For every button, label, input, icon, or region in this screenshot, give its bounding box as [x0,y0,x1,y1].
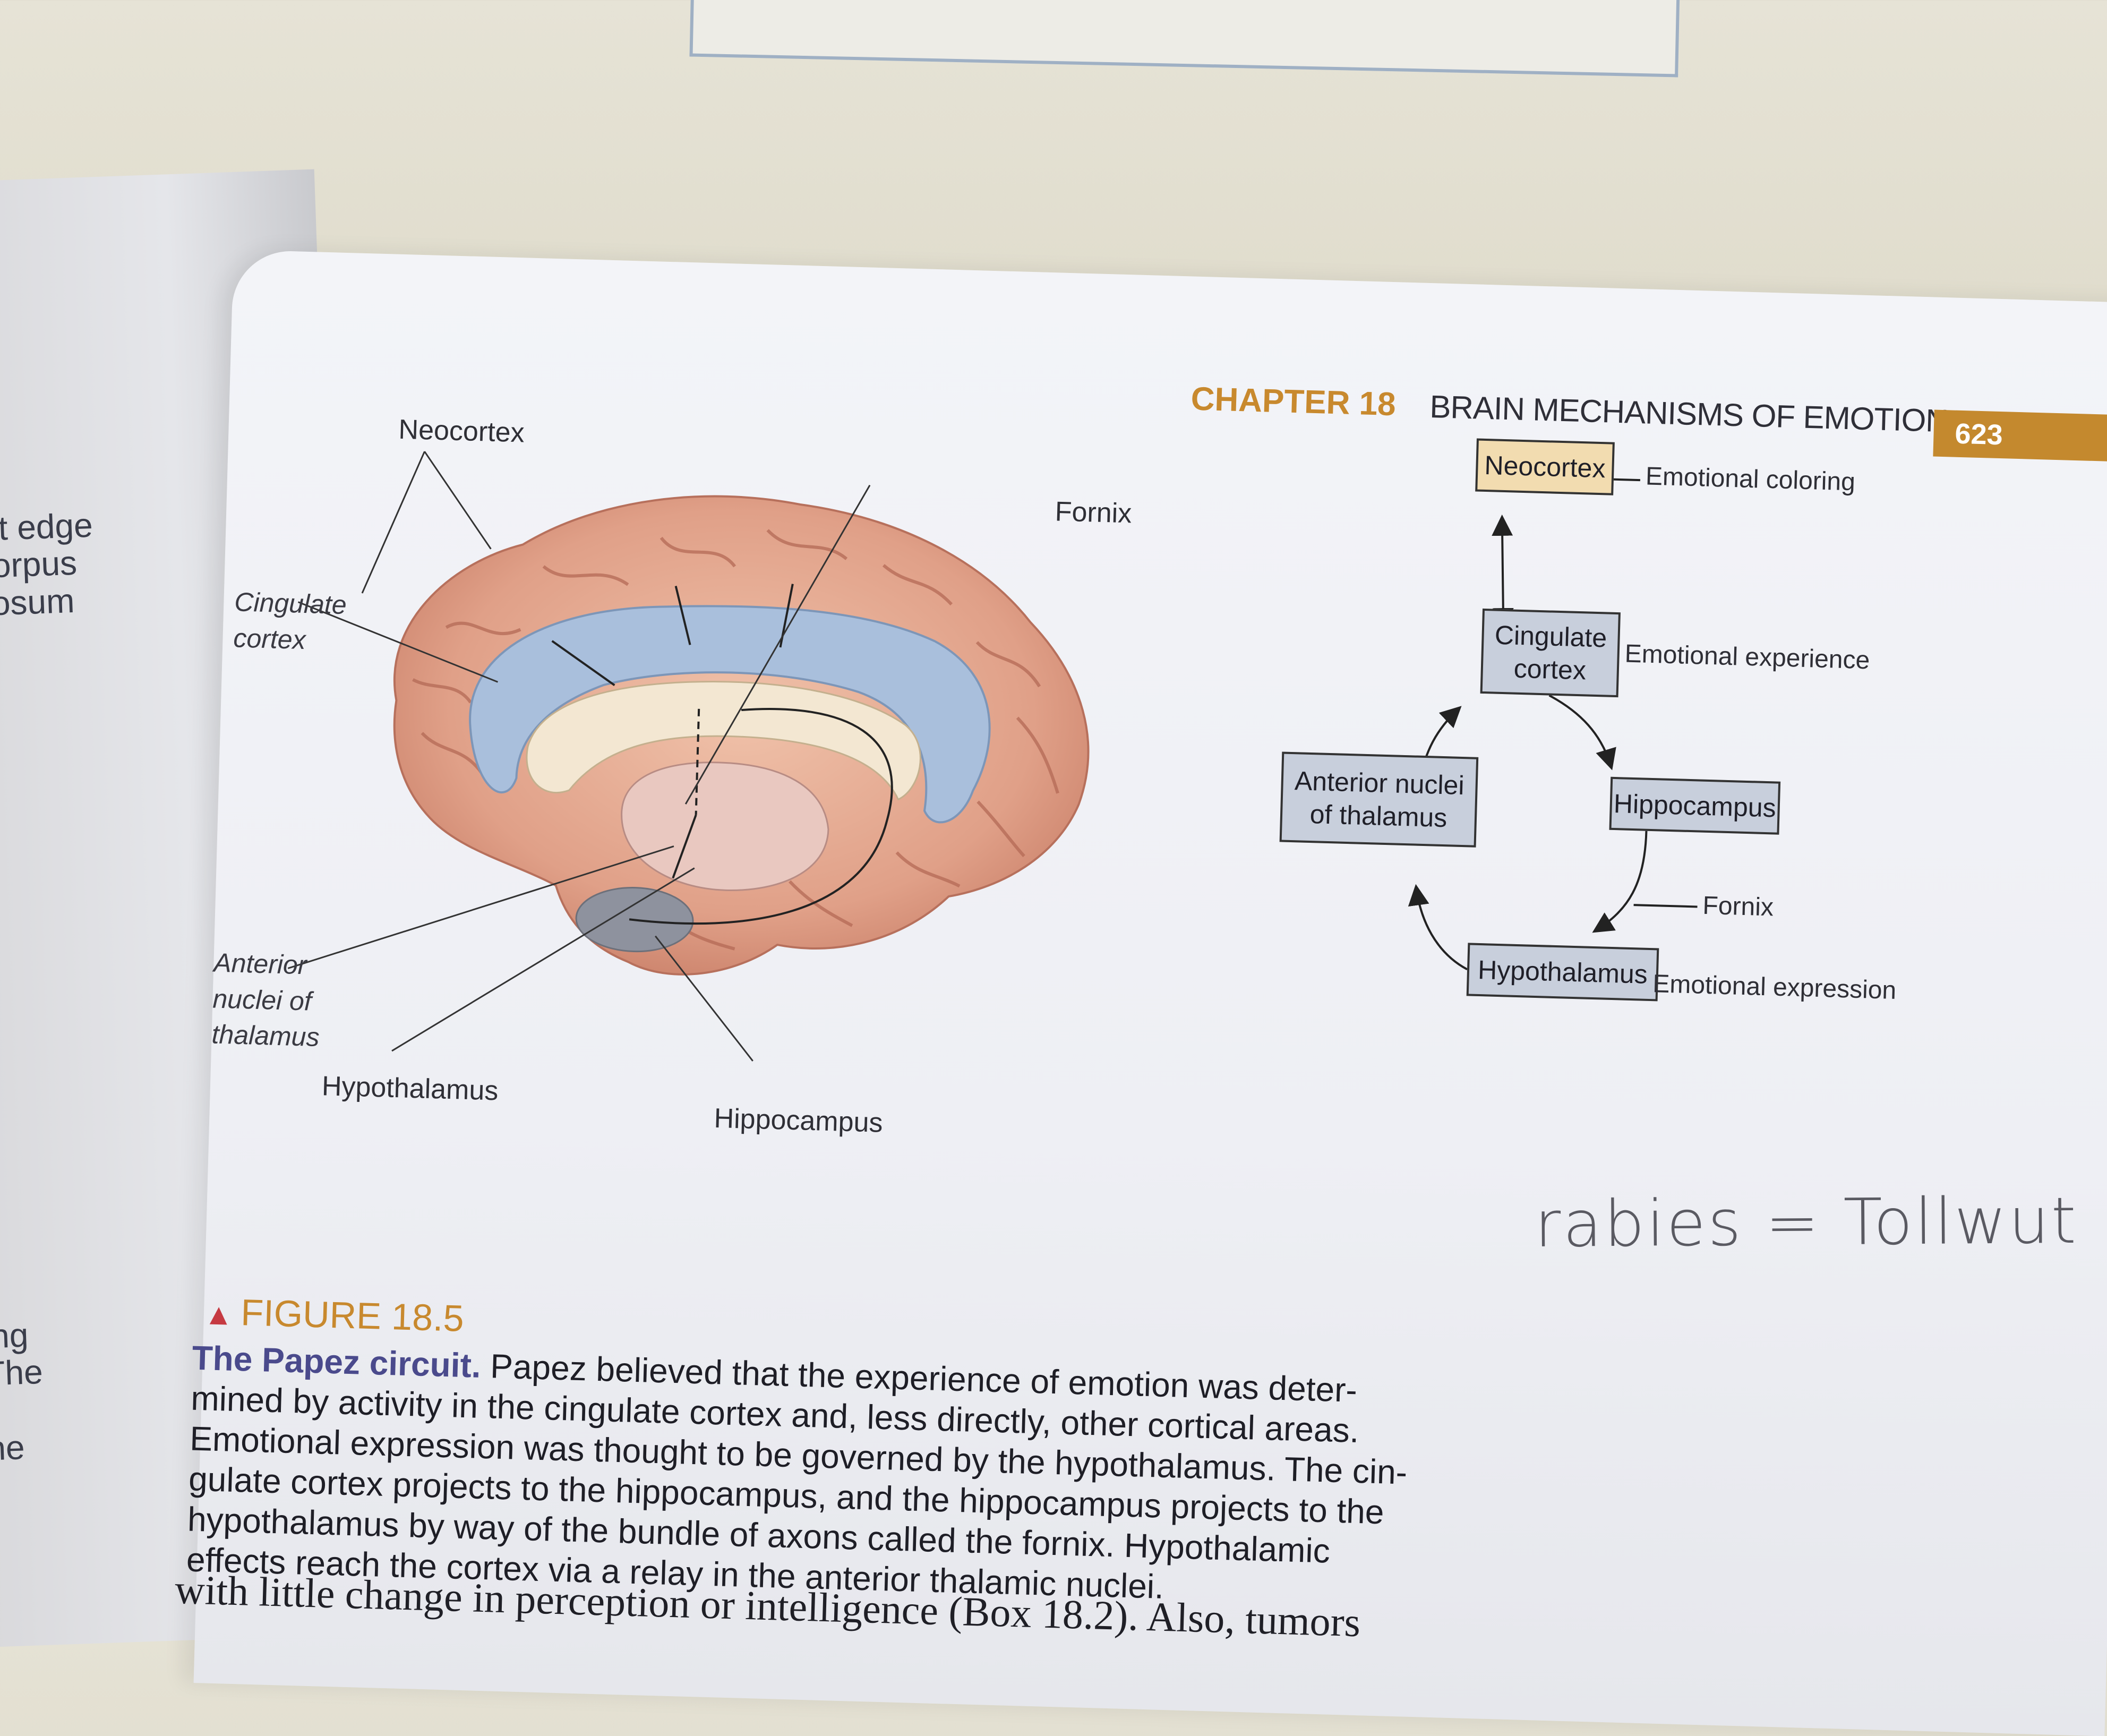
left-fragment-bottom: ing The he [0,1315,44,1468]
node-hippocampus: Hippocampus [1609,776,1781,835]
cingulate-region [469,605,991,824]
circuit-connectors [1408,477,1698,986]
function-emotional-coloring: Emotional coloring [1645,462,1856,497]
desk-paper [689,0,1680,78]
figure-title: ▲FIGURE 18.5 [203,1292,465,1339]
label-hypothalamus: Hypothalamus [321,1071,499,1107]
label-fornix: Fornix [1055,496,1133,529]
label-cingulate-cortex: Cingulate cortex [233,587,347,655]
triangle-marker-icon: ▲ [203,1297,234,1331]
node-anterior-nuclei: Anterior nuclei of thalamus [1279,751,1479,848]
corpus-callosum [526,681,921,801]
node-cingulate-cortex: Cingulate cortex [1480,608,1621,698]
label-hippocampus: Hippocampus [713,1102,884,1139]
chapter-label: CHAPTER 18 [1190,380,1397,423]
handwritten-note: rabies = Tollwut [1534,1184,2079,1262]
thalamus-region [621,762,829,891]
leader-lines [287,451,871,1062]
label-fornix-diagram: Fornix [1702,891,1774,922]
label-anterior-nuclei: Anterior nuclei of thalamus [211,947,320,1053]
chapter-title: BRAIN MECHANISMS OF EMOTION [1429,389,1949,439]
node-hypothalamus: Hypothalamus [1466,943,1659,1002]
page-number: 623 [1933,409,2107,461]
label-neocortex: Neocortex [398,414,525,449]
brain-illustration [287,451,1090,1062]
left-fragment-top: Cut edge f corpus allosum [0,506,93,624]
textbook-page: CHAPTER 18 BRAIN MECHANISMS OF EMOTION 6… [174,250,2107,1736]
node-neocortex: Neocortex [1475,438,1615,495]
